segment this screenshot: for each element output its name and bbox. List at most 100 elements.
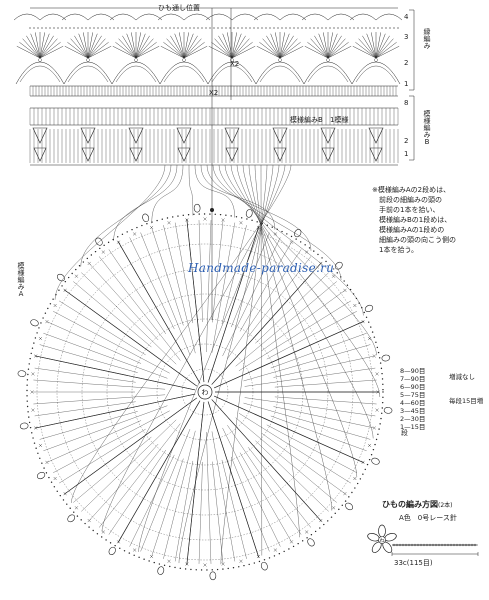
chain-dot [73,27,75,29]
flower-center [378,536,386,544]
chain-dot [59,494,61,497]
chain-dot [85,27,87,29]
fan-stitch [279,42,301,59]
chain-dot [368,458,371,461]
single-crochet-mark [45,319,49,324]
picot-loop [95,237,103,246]
chain-dot [216,568,219,571]
fan-stitch [270,33,281,59]
chain-dot [345,27,347,29]
chain-dot [193,213,195,216]
chain-dot [163,564,166,567]
legend-stitch-count: 75目 [410,391,426,399]
chain-dot [292,545,295,548]
fan-stitch [327,35,342,59]
fan-stitch [35,32,41,59]
chain-dot [107,241,110,244]
single-crochet-mark [132,548,137,552]
chain-dot [76,515,79,517]
chain-dot [305,27,307,29]
chain-dot [96,533,99,535]
fan-stitch [83,32,89,59]
single-crochet-mark [87,518,91,523]
chain-dot [201,27,203,29]
single-crochet-mark [45,460,49,465]
chain-dot [269,27,271,29]
chain-dot [27,411,29,413]
spoke-stitch [53,410,170,473]
picot-loop [30,319,39,327]
legend-row-number: 7— [400,375,411,383]
spoke-stitch [212,220,224,323]
chain-dot [32,437,34,439]
single-crochet-mark [331,274,336,278]
single-crochet-mark [149,554,154,559]
fan-stitch [166,38,185,59]
chain-dot [169,27,171,29]
picot-loop [345,502,354,511]
cord-length: 33c(115目) [394,559,433,567]
chain-dot [52,298,54,300]
spoke-stitch [174,460,194,562]
chain-dot [119,547,121,549]
chain-stitch [440,543,444,547]
chain-dot [114,544,116,547]
picot-loop [364,304,374,313]
chain-dot [365,27,367,29]
chain-dot [382,388,384,391]
chain-dot [382,391,384,393]
cord-strand [236,164,374,439]
chain-dot [253,562,256,564]
flower-petal [378,524,386,538]
shell-motif [272,127,288,144]
chain-dot [368,321,370,323]
center-ring [197,384,213,400]
fan-stitch [375,33,386,59]
chain-stitch [455,543,459,547]
chain-dot [214,213,216,215]
spoke-stitch [221,459,247,559]
chain-stitch [395,543,399,547]
picot-loop [19,422,29,430]
legend-row-number: 6— [400,383,411,391]
chain-dot [232,567,235,569]
spoke-stitch [266,311,357,360]
fan-stitch [279,46,304,59]
chain-dot [306,537,308,539]
chain-stitch [407,543,411,547]
chain-dot [69,507,71,509]
chain-dot [308,247,311,249]
marker-x2-upper: X2 [230,60,240,68]
spoke-stitch [243,344,371,382]
edge-row-2: 2 [404,59,409,67]
fan-stitch [231,38,250,59]
chain-dot [370,326,372,328]
spoke-stitch [129,454,175,547]
chain-dot [157,27,159,29]
chain-dot [222,568,224,570]
section-line [213,395,365,464]
single-crochet-mark [53,303,57,308]
fan-stitch [327,38,346,59]
chain-dot [375,341,377,343]
chain-dot [377,351,380,354]
chain-dot [128,552,131,554]
cord-strand [220,164,268,565]
fan-stitch [211,42,233,59]
chain-dot [29,426,32,429]
legend-row-number: 4— [400,399,411,407]
edge-row-1: 1 [404,80,409,88]
chain-dot [88,526,90,528]
chain-dot [381,412,383,415]
spoke-stitch [270,415,367,451]
legend-stitch-count: 60目 [410,399,426,407]
chain-dot [372,448,375,451]
chain-dot [309,27,311,29]
chain-dot [26,400,28,402]
fan-stitch [352,46,377,59]
chain-dot [101,27,103,29]
legend-row-8: 8—90目 [400,367,425,375]
chain-dot [341,27,343,29]
cord-strand [54,164,166,300]
chain-dot [99,247,101,250]
